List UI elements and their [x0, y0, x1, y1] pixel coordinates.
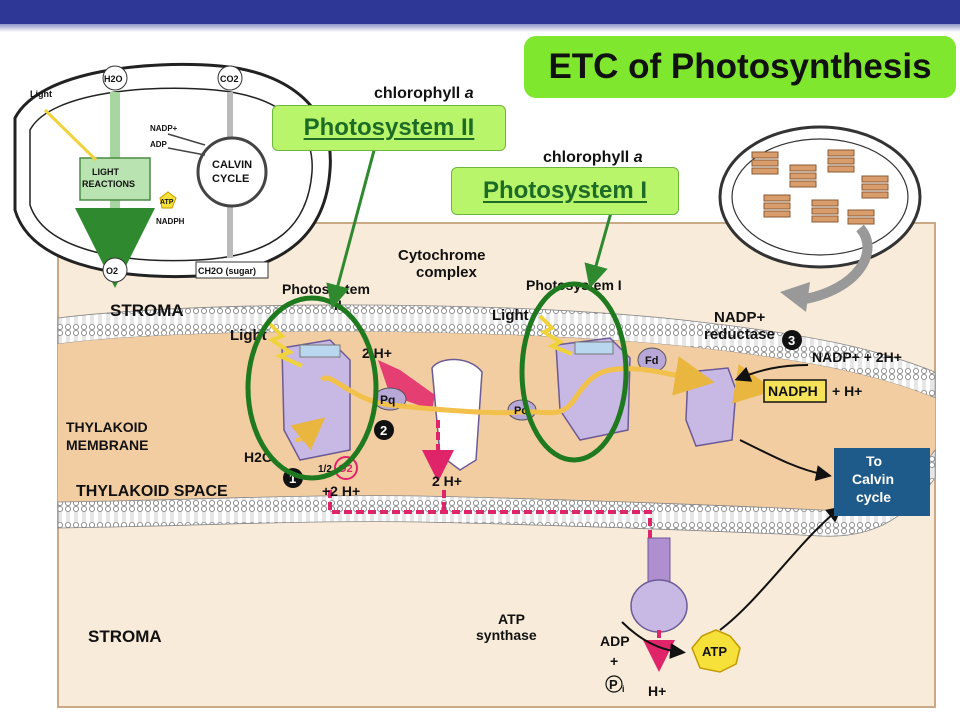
slide-title: ETC of Photosynthesis	[524, 36, 956, 98]
to-calvin-label-1: To	[866, 453, 882, 469]
inset-calvin-2: CYCLE	[212, 173, 249, 185]
adp-label: ADP	[600, 633, 630, 649]
cytochrome-complex	[378, 358, 483, 471]
inset-light: Light	[30, 89, 52, 99]
atp-synthase-complex	[630, 537, 688, 633]
thylakoid-membrane-label-2: MEMBRANE	[66, 437, 148, 453]
nadp-in-label: NADP+ + 2H+	[812, 349, 902, 365]
chloroplast-inset: H2O CO2 Light NADP+ ADP LIGHT REACTIONS …	[13, 62, 332, 288]
inset-o2: O2	[106, 266, 118, 276]
cytochrome-label-1: Cytochrome	[398, 247, 486, 264]
atp-synthase-label-1: ATP	[498, 611, 525, 627]
two-h-lumen-label: 2 H+	[432, 473, 462, 489]
ps1-pointer-arrow	[584, 208, 614, 289]
calvin-arrow-2	[719, 506, 843, 631]
light-bolt-ps1	[538, 314, 573, 356]
plus-h-label: + H+	[832, 383, 862, 399]
step-3-text: 3	[788, 333, 795, 348]
nadph-out-label: NADPH	[768, 383, 818, 399]
h-plus-out-label: H+	[648, 683, 666, 699]
inset-light-reactions-2: REACTIONS	[82, 179, 135, 189]
pq-label: Pq	[380, 393, 395, 407]
ps2-complex	[281, 339, 351, 461]
nadph-box	[763, 379, 827, 403]
ps2-pointer-arrow	[326, 142, 378, 309]
plus-label: +	[610, 653, 618, 669]
inset-atp: ATP	[160, 199, 174, 206]
inset-nadph: NADPH	[156, 217, 185, 226]
to-calvin-label-2: Calvin	[852, 471, 894, 487]
inset-calvin-1: CALVIN	[212, 159, 252, 171]
calvin-arrow-1	[739, 439, 832, 481]
thylakoid-space-label: THYLAKOID SPACE	[76, 483, 228, 500]
nadp-in-arrow	[734, 364, 809, 382]
step-2-badge	[374, 420, 394, 440]
ps2-highlight-oval	[245, 295, 379, 481]
atp-label: ATP	[702, 644, 727, 659]
atp-burst	[691, 629, 741, 673]
phosphate-sub: i	[622, 684, 625, 694]
chlorophyll-word: chlorophyll	[374, 85, 461, 102]
step-2-text: 2	[380, 423, 387, 438]
header-bar	[0, 0, 960, 24]
fd-label: Fd	[645, 355, 658, 367]
header-shadow	[0, 24, 960, 32]
photosystem-ii-label-1: Photosystem	[282, 281, 370, 297]
stroma-top-label: STROMA	[110, 301, 184, 320]
phosphate-circle	[605, 675, 623, 693]
plus-two-h-label: +2 H+	[322, 483, 360, 499]
thylakoid-membrane-label-1: THYLAKOID	[66, 419, 148, 435]
two-h-top-label: 2 H+	[362, 345, 392, 361]
step-1-text: 1	[289, 471, 296, 486]
nadp-reductase-label-2: reductase	[704, 326, 775, 343]
inset-h2o: H2O	[104, 74, 123, 84]
proton-path-1	[328, 490, 652, 538]
chlorophyll-a-label-ps2: chlorophyll a	[374, 85, 474, 103]
step-3-badge	[782, 330, 802, 350]
inset-nadp: NADP+	[150, 124, 178, 133]
water-electron-arrow	[290, 417, 326, 451]
light-bolt-ps2	[266, 320, 303, 368]
o2-circle	[334, 456, 358, 480]
chlorophyll-a-label-ps1: chlorophyll a	[543, 149, 643, 167]
stroma-bottom-label: STROMA	[88, 627, 162, 646]
cytochrome-label-2: complex	[416, 264, 478, 281]
adp-arrow	[621, 621, 686, 659]
to-calvin-label-3: cycle	[856, 489, 891, 505]
grana-chloroplast	[718, 125, 922, 312]
to-calvin-box	[834, 448, 930, 516]
ps1-highlight-oval	[519, 281, 629, 463]
inset-adp: ADP	[150, 140, 168, 149]
chlorophyll-type: a	[633, 149, 643, 166]
chlorophyll-type: a	[464, 85, 474, 102]
nadp-reductase-label-1: NADP+	[714, 309, 766, 326]
inset-light-reactions-1: LIGHT	[92, 167, 119, 177]
phosphate-label: P	[609, 677, 618, 692]
photosystem-i-callout: Photosystem I	[451, 167, 679, 215]
atp-synthase-label-2: synthase	[476, 627, 537, 643]
nadph-arrow	[732, 364, 775, 404]
light-ps1-label: Light	[492, 307, 529, 324]
chlorophyll-word: chlorophyll	[543, 149, 630, 166]
half-label: 1/2	[318, 464, 332, 475]
inset-co2: CO2	[220, 74, 239, 84]
inset-sugar: CH2O (sugar)	[198, 266, 256, 276]
photosystem-ii-callout: Photosystem II	[272, 105, 506, 151]
